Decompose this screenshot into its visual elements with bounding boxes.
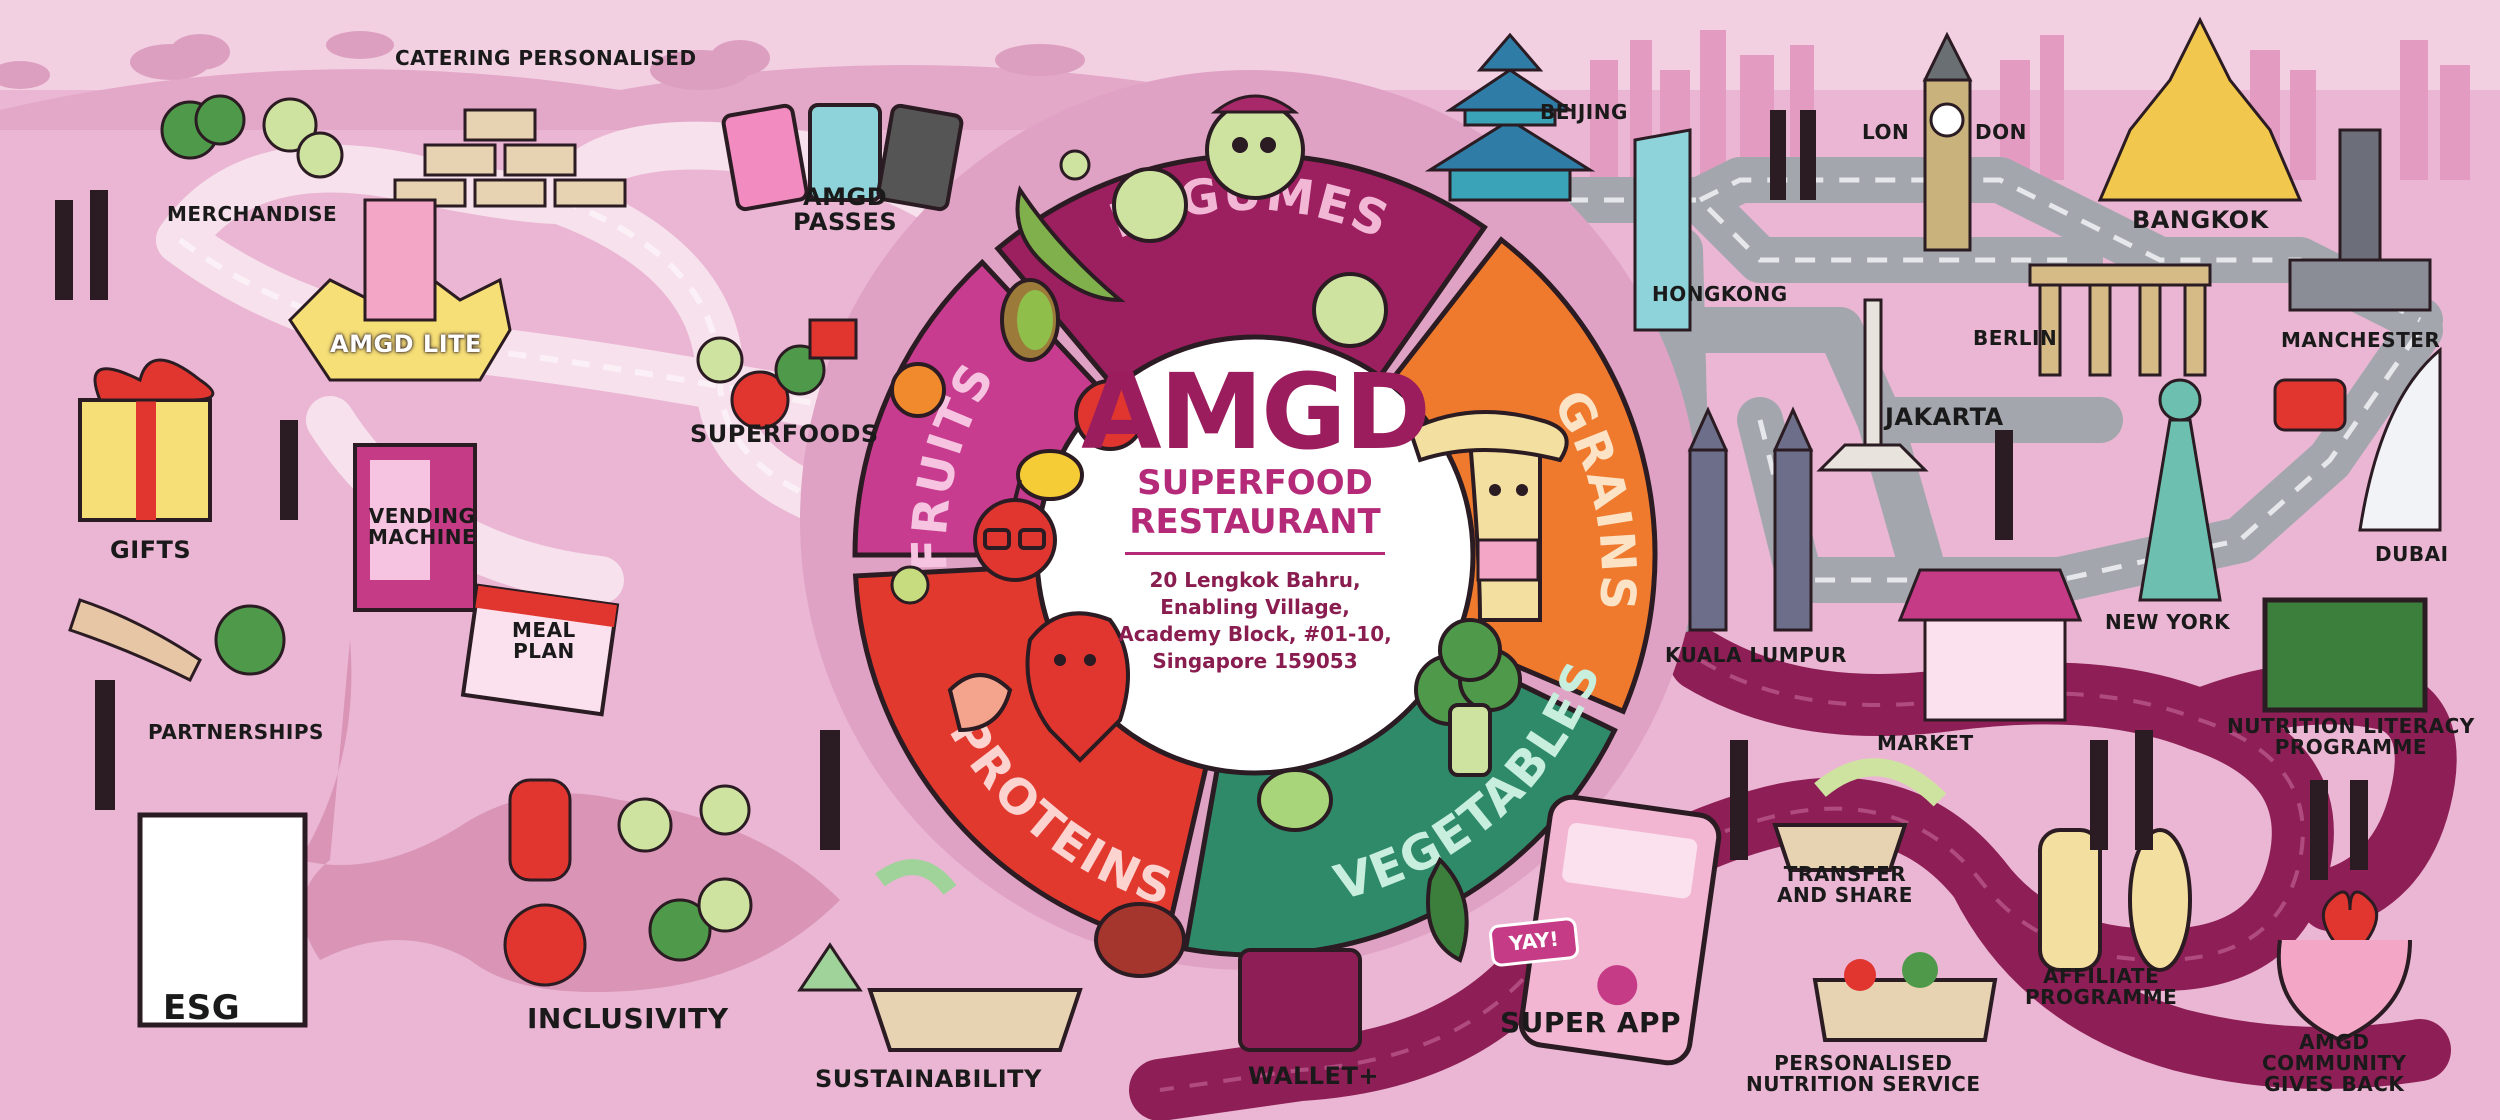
passes-cards-icon [721, 103, 964, 212]
vending-machine-icon [353, 443, 477, 612]
lettuce-icon [1257, 768, 1333, 832]
label-market[interactable]: MARKET [1877, 731, 1974, 755]
label-sustainability[interactable]: SUSTAINABILITY [815, 1065, 1042, 1093]
wallet-icon [1238, 948, 1362, 1052]
label-wallet[interactable]: WALLET+ [1248, 1062, 1379, 1090]
label-bangkok[interactable]: BANGKOK [2132, 206, 2269, 234]
statue-of-liberty-icon [2138, 378, 2222, 602]
monas-monument-icon [1816, 298, 1929, 472]
restaurant-info: AMGD SUPERFOOD RESTAURANT 20 Lengkok Bah… [1075, 360, 1435, 675]
shrimp-icon [947, 673, 1013, 733]
pea-icon [1059, 149, 1388, 348]
burj-al-arab-icon [2358, 346, 2442, 532]
label-nutrition-literacy[interactable]: NUTRITION LITERACY PROGRAMME [2227, 714, 2475, 759]
calendar-icon [460, 583, 620, 717]
label-london-part2[interactable]: DON [1975, 120, 2027, 144]
label-manchester[interactable]: MANCHESTER [2281, 328, 2441, 352]
pea-pod-icon [1015, 185, 1126, 303]
label-catering[interactable]: CATERING PERSONALISED [395, 46, 697, 70]
esg-board-icon [137, 812, 308, 1028]
car-icon [2273, 378, 2347, 432]
label-berlin[interactable]: BERLIN [1973, 326, 2058, 350]
label-kuala-lumpur[interactable]: KUALA LUMPUR [1665, 643, 1847, 667]
inclusivity-characters-icon [503, 778, 753, 987]
label-superfoods[interactable]: SUPERFOODS [690, 420, 879, 448]
label-dubai[interactable]: DUBAI [2375, 542, 2449, 566]
superfoods-pile-icon [696, 318, 858, 430]
clouds [0, 31, 1085, 90]
label-amgd-passes[interactable]: AMGD PASSES [793, 183, 898, 237]
label-inclusivity[interactable]: INCLUSIVITY [527, 1002, 729, 1035]
label-affiliate[interactable]: AFFILIATE PROGRAMME [2025, 964, 2178, 1009]
brand-title: AMGD [1081, 351, 1431, 473]
recycle-bowl-icon [797, 859, 1083, 1052]
label-partnerships[interactable]: PARTNERSHIPS [148, 720, 324, 744]
affiliate-character-icon [2038, 828, 2102, 972]
steak-character-icon [1025, 611, 1130, 763]
big-ben-icon [1922, 31, 1973, 252]
peanut-character-icon [2128, 828, 2192, 972]
label-personalised-nutrition[interactable]: PERSONALISED NUTRITION SERVICE [1746, 1051, 1981, 1096]
label-vending-machine[interactable]: VENDING MACHINE [368, 504, 477, 549]
hongkong-tower-icon [1633, 128, 1692, 332]
label-london-part1[interactable]: LON [1862, 120, 1910, 144]
brand-subtitle-1: SUPERFOOD [1137, 463, 1373, 503]
salad-bowl-icon [1812, 952, 1998, 1042]
broccoli-merch-icon [160, 94, 344, 179]
handshake-icon [68, 598, 286, 683]
market-stall-icon [1897, 568, 2083, 722]
grape-icon [890, 565, 930, 605]
label-transfer-share[interactable]: TRANSFER AND SHARE [1777, 862, 1913, 907]
label-super-app[interactable]: SUPER APP [1500, 1006, 1682, 1039]
broccoli-character-icon [1414, 618, 1522, 777]
apple-character-icon [973, 479, 1057, 582]
temple-of-heaven-icon [1424, 32, 1596, 202]
people-figures [55, 110, 2368, 880]
label-esg[interactable]: ESG [163, 988, 241, 1028]
gift-box-icon [78, 358, 215, 522]
noodle-character-icon [1407, 410, 1569, 622]
label-new-york[interactable]: NEW YORK [2105, 610, 2231, 634]
phone-icon [1518, 794, 1722, 1066]
basket-icon [1772, 758, 1947, 872]
label-hongkong[interactable]: HONGKONG [1652, 282, 1788, 306]
label-beijing[interactable]: BEIJING [1540, 100, 1628, 124]
meat-icon [1094, 902, 1186, 978]
bangkok-temple-icon [2097, 16, 2303, 202]
tomato-icon [1074, 379, 1146, 451]
catering-boxes-icon [393, 108, 627, 208]
spinach-icon [1426, 856, 1469, 963]
brand-subtitle-2: RESTAURANT [1129, 502, 1381, 543]
divider [1125, 552, 1385, 556]
lemon-icon [1016, 449, 1084, 501]
label-community[interactable]: AMGD COMMUNITY GIVES BACK [2262, 1030, 2407, 1096]
legume-character-icon [1205, 94, 1305, 200]
label-meal-plan[interactable]: MEAL PLAN [512, 618, 576, 663]
amgd-lite-kiosk-icon [288, 198, 512, 382]
manchester-clocktower-icon [2288, 128, 2432, 312]
petronas-towers-icon [1687, 406, 1814, 632]
brandenburg-gate-icon [2028, 263, 2212, 377]
label-gifts[interactable]: GIFTS [110, 536, 192, 564]
orange-icon [890, 362, 946, 418]
label-amgd-lite[interactable]: AMGD LITE [330, 330, 482, 358]
label-jakarta[interactable]: JAKARTA [1885, 403, 2004, 431]
heart-hands-icon [2276, 890, 2412, 1043]
chalkboard-icon [2262, 597, 2428, 713]
label-merchandise[interactable]: MERCHANDISE [167, 202, 338, 226]
restaurant-address: 20 Lengkok Bahru, Enabling Village, Acad… [1118, 568, 1392, 674]
